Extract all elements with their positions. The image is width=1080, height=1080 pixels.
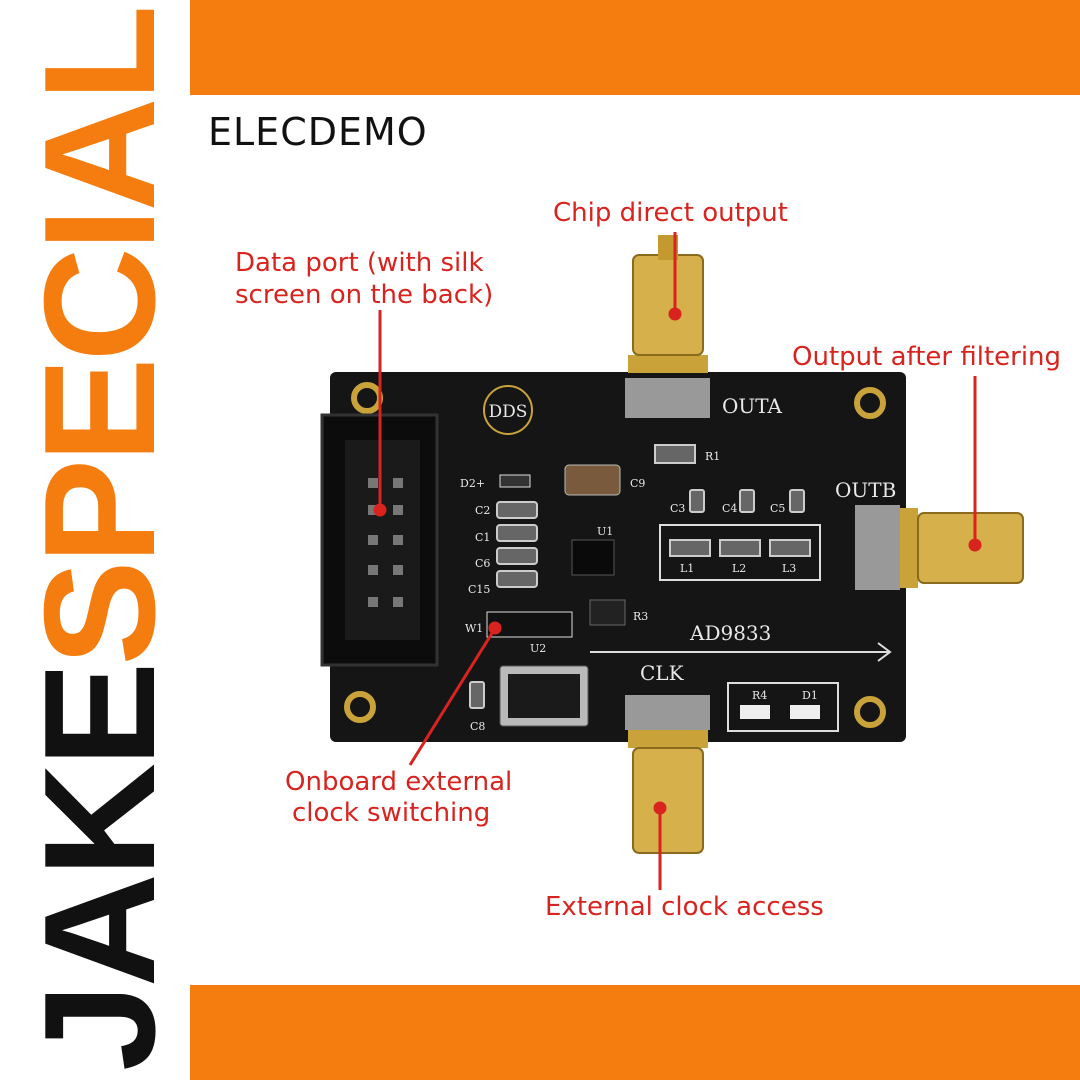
silk-r3: R3 [633, 610, 648, 623]
bottom-orange-bar [190, 985, 1080, 1080]
silk-l3: L3 [782, 562, 796, 575]
silk-c15: C15 [468, 583, 490, 596]
silk-ad9833: AD9833 [689, 621, 771, 645]
silk-dds: DDS [489, 402, 528, 422]
silk-c6: C6 [475, 557, 490, 570]
callout-external-clock-access: External clock access [545, 892, 824, 922]
silk-l2: L2 [732, 562, 746, 575]
callout-onboard-clock-line1: Onboard external [285, 767, 513, 797]
silk-w1: W1 [465, 622, 483, 635]
callout-data-port-line2: screen on the back) [235, 280, 494, 310]
callout-lines [373, 232, 982, 890]
silk-outb: OUTB [835, 478, 896, 502]
silk-d1: D1 [802, 689, 818, 702]
silk-r1: R1 [705, 450, 720, 463]
silk-outa: OUTA [722, 394, 782, 418]
silk-c2: C2 [475, 504, 490, 517]
sma-connector-clk [625, 695, 710, 854]
callout-chip-direct-output: Chip direct output [553, 198, 788, 228]
callout-onboard-clock-line2: clock switching [292, 798, 491, 828]
silk-clk: CLK [640, 661, 685, 685]
callout-output-after-filtering: Output after filtering [792, 342, 1062, 372]
silk-u1: U1 [597, 525, 613, 538]
silk-c9: C9 [630, 477, 645, 490]
brand-name: ELECDEMO [208, 110, 428, 154]
chip-u1 [571, 539, 615, 576]
silk-c8: C8 [470, 720, 485, 733]
jumper-w1 [486, 611, 573, 638]
top-orange-bar [190, 0, 1080, 95]
sma-connector-outa [625, 235, 710, 418]
silk-r4: R4 [752, 689, 767, 702]
silk-d2: D2+ [460, 477, 485, 490]
silk-c4: C4 [722, 502, 737, 515]
silk-c3: C3 [670, 502, 685, 515]
silk-l1: L1 [680, 562, 694, 575]
sma-connector-outb [855, 505, 1024, 590]
silk-u2: U2 [530, 642, 546, 655]
silk-c5: C5 [770, 502, 785, 515]
callout-data-port-line1: Data port (with silk [235, 248, 484, 278]
capacitor-c9 [564, 464, 621, 496]
pcb-board [330, 372, 906, 742]
silk-c1: C1 [475, 531, 490, 544]
